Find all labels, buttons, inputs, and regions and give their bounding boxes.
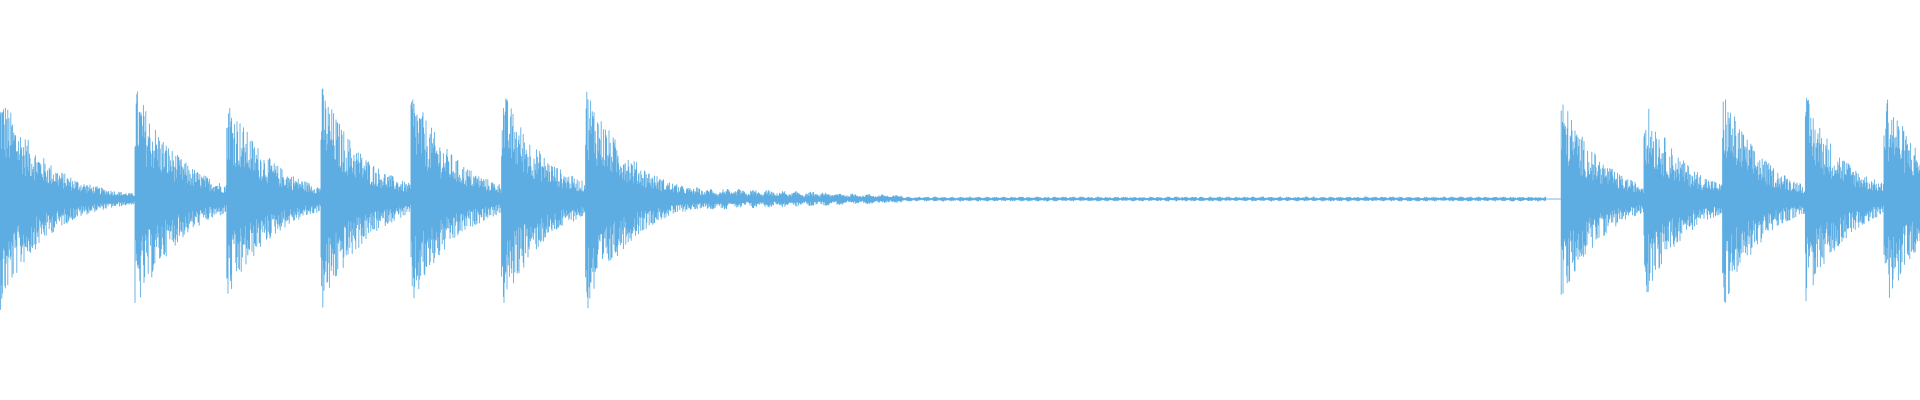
waveform-trace (0, 88, 1920, 310)
